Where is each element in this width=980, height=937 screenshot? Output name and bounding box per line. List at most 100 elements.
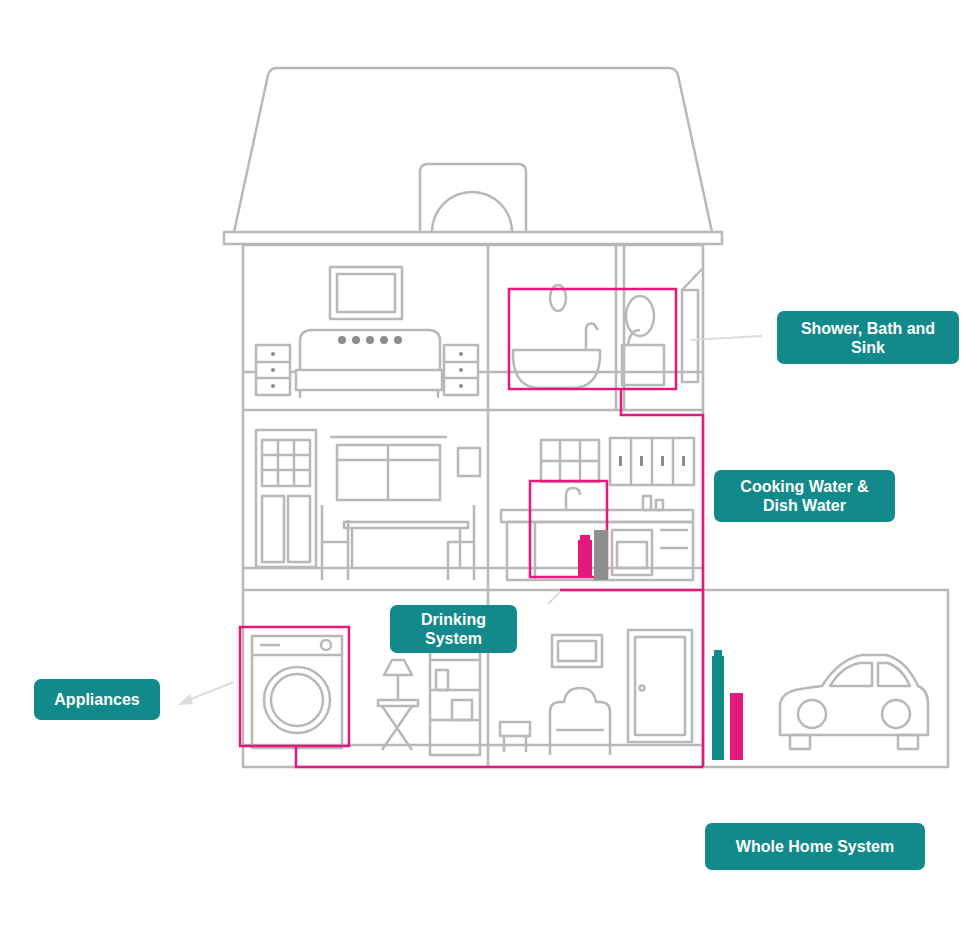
laundry-room [430, 659, 480, 662]
laundry-room [252, 636, 342, 748]
bed-dots [338, 336, 346, 344]
garage-car [882, 700, 910, 728]
laundry-room [252, 654, 342, 657]
house-outline [615, 245, 618, 410]
kitchen [651, 438, 654, 485]
living-room [500, 722, 530, 736]
house-outline [234, 68, 712, 232]
house-outline [243, 409, 703, 412]
label-box: Cooking Water & Dish Water [714, 470, 895, 522]
kitchen [507, 522, 693, 580]
garage-car [898, 735, 918, 749]
bed-dots [459, 384, 463, 388]
laundry-room [452, 700, 472, 720]
garage-car [798, 700, 826, 728]
living-room [552, 635, 602, 667]
label-text: Shower, Bath and Sink [791, 319, 945, 357]
kitchen [656, 500, 663, 510]
house-outline [243, 589, 703, 592]
dining-room [458, 448, 480, 476]
bedroom-furniture [256, 267, 478, 398]
kitchen [534, 522, 537, 580]
laundry-room [321, 640, 331, 650]
living-room [503, 736, 506, 752]
kitchen [541, 440, 599, 482]
laundry-room [384, 660, 412, 675]
bed-dots [459, 352, 463, 356]
label-text: Cooking Water & Dish Water [728, 477, 881, 515]
living-room [500, 630, 692, 755]
dining-room [277, 440, 280, 486]
living-room [556, 729, 604, 732]
garage-car [878, 663, 910, 686]
kitchen [501, 438, 694, 580]
laundry-room [436, 670, 448, 690]
water-pipes [240, 627, 349, 746]
bed-dots [352, 336, 360, 344]
label-box: Drinking System [390, 605, 517, 653]
garage-car [780, 655, 928, 735]
water-pipes [621, 389, 703, 767]
laundry-room [264, 667, 330, 733]
bed-dots [271, 368, 275, 372]
house-outline [682, 290, 698, 382]
garage-car [780, 655, 928, 749]
living-room [525, 736, 528, 752]
house-outline [682, 268, 703, 290]
bedroom-furniture [337, 274, 395, 312]
leader-lines [690, 336, 762, 340]
dining-room [322, 505, 348, 580]
label-box: Whole Home System [705, 823, 925, 870]
bed-dots [271, 336, 463, 388]
kitchen-handles [682, 456, 685, 466]
bathroom [622, 345, 664, 385]
laundry-room [382, 706, 412, 750]
leader-lines [186, 682, 234, 701]
label-text: Appliances [54, 690, 139, 709]
kitchen [660, 529, 688, 532]
filter-tanks [578, 530, 743, 760]
filter-tanks [594, 530, 608, 580]
house-outline [243, 245, 703, 767]
dining-room [351, 528, 354, 568]
kitchen [617, 542, 647, 568]
dining-room [256, 430, 316, 567]
bedroom-furniture [444, 345, 478, 395]
dining-room [262, 440, 310, 486]
garage-car [830, 663, 872, 686]
water-pipes [509, 289, 676, 389]
kitchen [566, 488, 580, 510]
dining-room [293, 440, 296, 486]
bathroom [628, 330, 640, 345]
label-text: Drinking System [404, 610, 503, 648]
house-outline [224, 68, 948, 767]
house-outline [487, 245, 490, 767]
living-room [550, 688, 610, 755]
kitchen-handles [619, 456, 685, 466]
filter-tanks [714, 650, 722, 657]
bedroom-furniture [256, 345, 290, 395]
house-outline [420, 164, 526, 232]
kitchen [610, 438, 694, 485]
label-box: Shower, Bath and Sink [777, 311, 959, 364]
kitchen [660, 547, 688, 550]
house-outline [224, 232, 722, 244]
kitchen [630, 438, 633, 485]
dining-room [256, 430, 480, 580]
water-pipes [240, 289, 703, 767]
laundry-room [260, 644, 280, 647]
kitchen-handles [640, 456, 643, 466]
bed-dots [394, 336, 402, 344]
bed-dots [459, 368, 463, 372]
garage-car [790, 735, 810, 749]
bedroom-furniture [299, 390, 302, 398]
water-pipes [560, 589, 703, 592]
laundry-room [397, 675, 400, 700]
dining-room [262, 469, 310, 472]
filter-tanks [580, 535, 590, 541]
dining-room [330, 436, 447, 439]
